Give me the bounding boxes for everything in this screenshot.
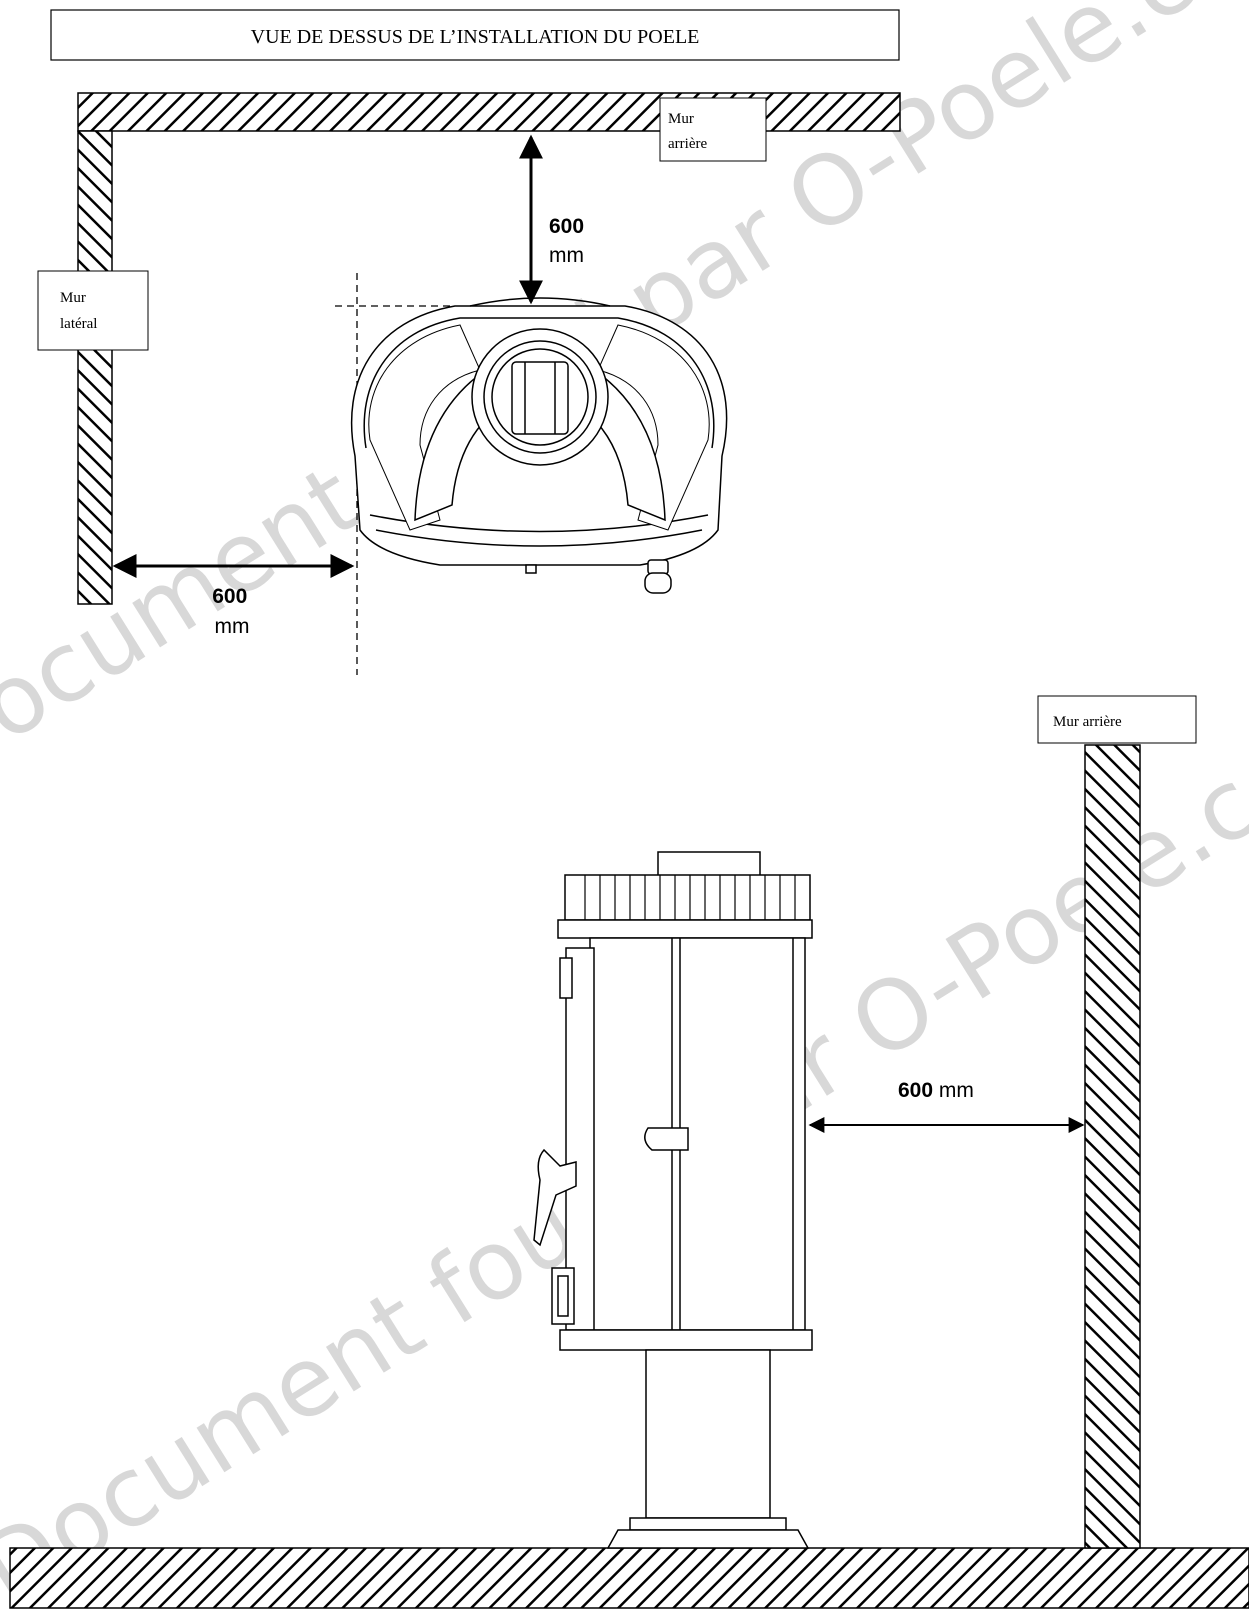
rear-wall-label-side: Mur arrière: [1037, 695, 1197, 744]
clearance-side-top-value: 600: [212, 585, 247, 608]
side-view: Mur arrière 600 mm: [9, 695, 1249, 1609]
clearance-side-top-unit: mm: [215, 615, 250, 638]
rear-wall-label-line1: Mur: [668, 111, 694, 127]
floor: [9, 1547, 1249, 1609]
svg-text:600 mm: 600 mm: [212, 585, 252, 638]
rear-wall-top: [77, 92, 901, 132]
clearance-rear-side-value: 600: [898, 1079, 933, 1102]
rear-wall-label-line2: arrière: [668, 136, 707, 152]
side-wall-top: [77, 130, 113, 605]
clearance-rear-side-unit: mm: [933, 1079, 974, 1102]
title-box: VUE DE DESSUS DE L’INSTALLATION DU POELE: [50, 9, 900, 61]
page-title: VUE DE DESSUS DE L’INSTALLATION DU POELE: [251, 26, 700, 48]
fins-right: [597, 324, 710, 531]
rear-wall-side: [1084, 744, 1141, 1549]
side-wall-label-line2: latéral: [60, 316, 97, 332]
svg-text:Mur latéral: Mur latéral: [60, 290, 97, 332]
svg-text:600 mm: 600 mm: [898, 1079, 974, 1102]
svg-text:Mur arrière: Mur arrière: [668, 111, 707, 152]
rear-wall-label-top: Mur arrière: [659, 97, 767, 162]
stove-top-view: [350, 297, 728, 594]
clearance-rear-top-unit: mm: [549, 244, 584, 267]
svg-text:600 mm: 600 mm: [549, 215, 589, 267]
top-view: Mur arrière Mur latéral 600 mm 600 mm: [37, 92, 901, 675]
side-fins: [584, 875, 796, 920]
fins-left: [368, 324, 481, 531]
rear-wall-label-side-text: Mur arrière: [1053, 714, 1122, 730]
side-wall-label-top: Mur latéral: [37, 270, 149, 351]
side-wall-label-line1: Mur: [60, 290, 86, 306]
stove-side-view: [533, 851, 813, 1549]
clearance-rear-top-value: 600: [549, 215, 584, 238]
